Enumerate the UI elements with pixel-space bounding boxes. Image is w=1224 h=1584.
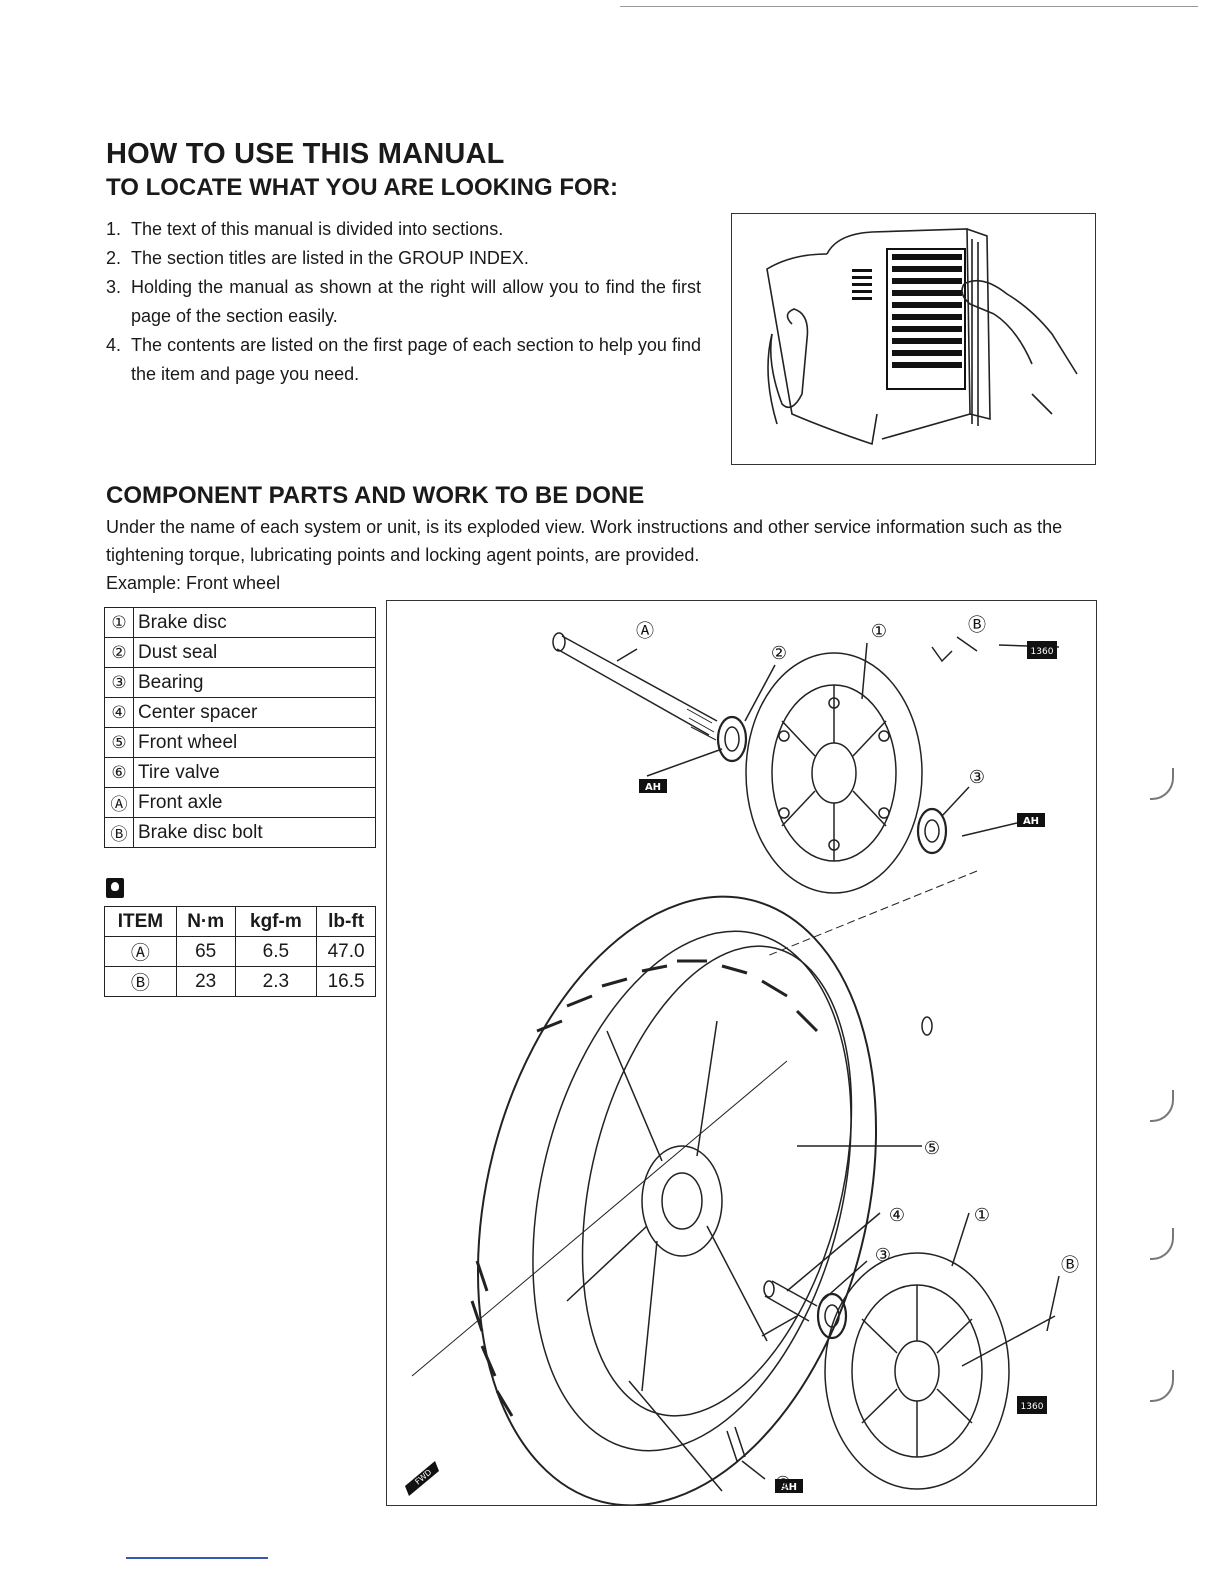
bottom-rule	[126, 1557, 268, 1559]
callout-1-top: ①	[871, 621, 887, 642]
callout-1-bottom: ①	[974, 1205, 990, 1226]
callout-3-top: ③	[969, 767, 985, 788]
torque-wrench-icon	[106, 878, 124, 898]
exploded-diagram: AH AH AH 1360 1360 FWD Ⓐ ① Ⓑ ② ③ ⑤ ④ ①	[405, 615, 1079, 1507]
center-spacer-part	[764, 1280, 818, 1322]
callout-A: Ⓐ	[636, 621, 654, 642]
svg-text:AH: AH	[781, 1482, 797, 1493]
bearing-top-part	[916, 807, 948, 855]
tire-valve-part	[726, 1426, 746, 1462]
top-rule	[620, 6, 1198, 7]
list-item: 4.The contents are listed on the first p…	[106, 335, 701, 384]
list-item: 3.Holding the manual as shown at the rig…	[106, 277, 701, 326]
binder-tab-mark	[1150, 1090, 1174, 1122]
manual-holding-illustration	[731, 213, 1096, 465]
svg-text:1360: 1360	[1031, 647, 1054, 657]
callout-2: ②	[771, 643, 787, 664]
dust-seal-part	[716, 715, 748, 763]
callout-5: ⑤	[924, 1138, 940, 1159]
brake-disc-top	[745, 652, 923, 894]
grease-symbol-icon: AH AH AH	[639, 779, 1045, 1493]
svg-text:1360: 1360	[1021, 1402, 1044, 1412]
callout-B-bottom: Ⓑ	[1061, 1255, 1079, 1276]
front-axle-part	[552, 632, 718, 741]
hands-holding-book-icon	[766, 228, 1078, 446]
description-text: Under the name of each system or unit, i…	[106, 517, 1063, 565]
callout-6: ⑥	[775, 1473, 791, 1494]
binder-tab-mark	[1150, 768, 1174, 800]
binder-tab-mark	[1150, 1370, 1174, 1402]
page-title: HOW TO USE THIS MANUAL	[106, 138, 505, 170]
svg-text:AH: AH	[645, 782, 661, 793]
front-wheel-exploded-view: AH AH AH 1360 1360 FWD Ⓐ ① Ⓑ ② ③ ⑤ ④ ①	[386, 600, 1097, 1507]
callout-3-bottom: ③	[875, 1245, 891, 1266]
section-description: Under the name of each system or unit, i…	[106, 513, 1106, 597]
callout-4: ④	[889, 1205, 905, 1226]
section-subtitle: TO LOCATE WHAT YOU ARE LOOKING FOR:	[106, 174, 618, 201]
section-heading: COMPONENT PARTS AND WORK TO BE DONE	[106, 482, 645, 509]
steps-list: 1.The text of this manual is divided int…	[106, 215, 701, 389]
svg-text:AH: AH	[1023, 816, 1039, 827]
thread-lock-symbol-icon: 1360 1360	[1017, 641, 1057, 1414]
bearing-bottom-part	[816, 1292, 848, 1340]
table-row: Ⓑ 23 2.3 16.5	[104, 966, 376, 997]
callout-B-top: Ⓑ	[968, 615, 986, 636]
list-item: 1.The text of this manual is divided int…	[106, 219, 504, 239]
brake-disc-bolt-part	[931, 646, 953, 663]
brake-disc-bottom	[824, 1252, 1010, 1490]
example-label: Example: Front wheel	[106, 573, 281, 593]
binder-tab-mark	[1150, 1228, 1174, 1260]
torque-table: ITEM N·m kgf-m lb-ft Ⓐ 65 6.5 47.0 Ⓑ 23 …	[104, 906, 376, 997]
table-header-row: ITEM N·m kgf-m lb-ft	[104, 906, 376, 937]
fwd-arrow-icon: FWD	[405, 1461, 439, 1496]
table-row: Ⓐ 65 6.5 47.0	[104, 936, 376, 967]
list-item: 2.The section titles are listed in the G…	[106, 248, 529, 268]
front-wheel-part	[470, 895, 878, 1507]
